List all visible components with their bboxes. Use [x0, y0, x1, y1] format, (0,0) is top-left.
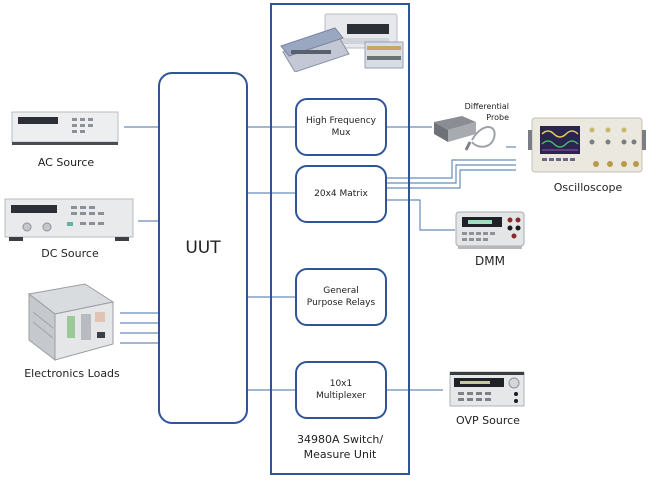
- differential-probe-label-line1: Differential: [464, 102, 509, 111]
- module-relays-line2: Purpose Relays: [306, 298, 376, 308]
- module-mux10-line1: 10x1: [329, 379, 353, 389]
- electronics-loads-image: [27, 283, 115, 362]
- matrix-scope-connector-3: [386, 169, 516, 189]
- differential-probe-label: Differential Probe: [453, 101, 509, 123]
- switch-unit-image: [280, 13, 404, 72]
- oscilloscope-image: [528, 117, 646, 173]
- dc-source-image: [4, 198, 134, 241]
- switch-unit-frame: [270, 3, 410, 475]
- matrix-dmm-connector: [386, 199, 455, 231]
- matrix-scope-connector-2: [386, 164, 516, 184]
- module-mux10-line2: Multiplexer: [316, 391, 366, 401]
- module-hf-mux-line2: Mux: [331, 128, 351, 138]
- switch-unit-label-line2: Measure Unit: [303, 448, 377, 461]
- ovp-source-image: [449, 371, 525, 407]
- ac-source-label: AC Source: [37, 156, 95, 169]
- uut-block: UUT: [158, 72, 248, 424]
- differential-probe-label-line2: Probe: [486, 113, 509, 122]
- ovp-source-label: OVP Source: [456, 414, 520, 427]
- module-hf-mux-line1: High Frequency: [305, 116, 377, 126]
- ac-source-image: [11, 111, 119, 145]
- oscilloscope-label: Oscilloscope: [553, 181, 623, 194]
- electronics-loads-label: Electronics Loads: [24, 367, 120, 380]
- dmm-image: [455, 211, 525, 249]
- module-relays-line1: General: [323, 286, 359, 296]
- matrix-scope-connector-1: [386, 159, 516, 179]
- dc-source-label: DC Source: [41, 247, 99, 260]
- module-matrix-label: 20x4 Matrix: [314, 189, 368, 199]
- switch-unit-label: 34980A Switch/ Measure Unit: [272, 432, 408, 462]
- differential-probe-image: [434, 116, 496, 151]
- uut-label: UUT: [185, 238, 221, 258]
- module-20x4-matrix: 20x4 Matrix: [295, 165, 387, 223]
- switch-unit-label-line1: 34980A Switch/: [296, 433, 384, 446]
- dmm-label: DMM: [475, 254, 505, 268]
